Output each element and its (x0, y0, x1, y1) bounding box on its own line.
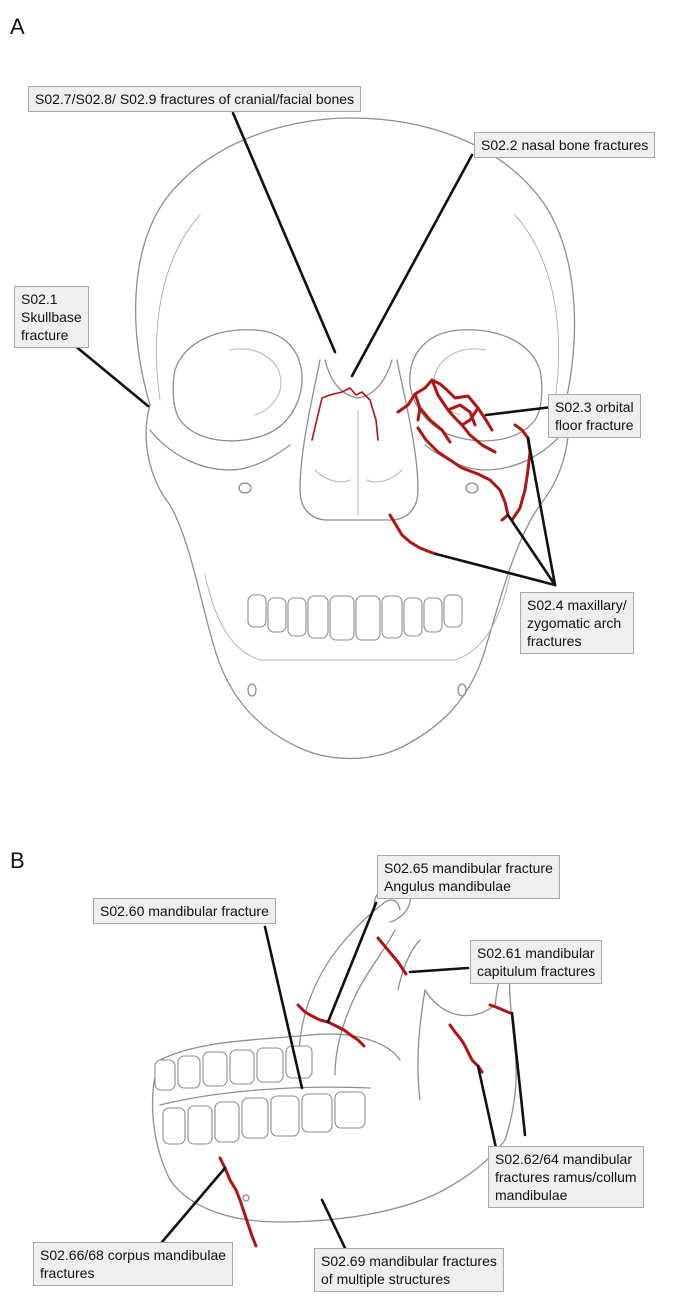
orbit-left-inner (229, 348, 282, 416)
mandible-body-lower (169, 1139, 506, 1223)
mandible-drawing (151, 886, 527, 1250)
leader-m61 (408, 966, 470, 974)
collum-fracture (488, 1003, 512, 1015)
leader-m69 (320, 1198, 347, 1250)
label-skullbase: S02.1 Skullbase fracture (14, 286, 89, 348)
upper-teeth (247, 594, 463, 641)
panel-letter-b: B (10, 848, 25, 873)
nasal-conchae-right (366, 469, 403, 483)
nasal-bone (324, 359, 393, 399)
leader-skullbase (66, 338, 150, 408)
leader-orbital (484, 405, 554, 417)
label-m61: S02.61 mandibular capitulum fractures (470, 940, 603, 984)
zygomatic-fracture-line (510, 423, 532, 522)
ramus-posterior-inner (334, 929, 396, 1076)
panel-b-mandible-lateral: B (0, 840, 685, 1305)
mandible-teeth-upper (154, 1045, 313, 1091)
sigmoid-notch (424, 989, 496, 1017)
leader-m60 (263, 925, 304, 1090)
label-m60: S02.60 mandibular fracture (93, 898, 276, 924)
label-m62: S02.62/64 mandibular fractures ramus/col… (488, 1146, 644, 1208)
mental-foramen (242, 1194, 250, 1202)
panel-letter-a: A (10, 14, 25, 39)
mandible-teeth-lower (162, 1091, 366, 1145)
ramus-right-inner (417, 989, 426, 1101)
leader-m62-a (476, 1064, 498, 1150)
temporal-line-left (155, 214, 201, 401)
angulus-fracture (296, 1003, 366, 1048)
label-m66: S02.66/68 corpus mandibulae fractures (33, 1242, 234, 1286)
leader-maxillary-1 (434, 552, 557, 587)
leader-maxillary-3 (526, 436, 557, 587)
label-nasal: S02.2 nasal bone fractures (474, 132, 656, 158)
label-cranial-facial: S02.7/S02.8/ S02.9 fractures of cranial/… (28, 86, 362, 112)
leader-cranial-facial (231, 111, 337, 354)
mental-foramen-left (247, 683, 257, 697)
lower-gum-line (159, 1086, 371, 1106)
capitulum-fracture (376, 936, 408, 976)
maxillary-fracture-line (416, 426, 510, 522)
label-maxillary: S02.4 maxillary/ zygomatic arch fracture… (520, 592, 634, 654)
temporal-line-right (514, 214, 560, 401)
mental-foramen-right (457, 683, 467, 697)
label-orbital: S02.3 orbital floor fracture (548, 394, 641, 438)
leader-m65 (326, 901, 378, 1024)
ramus-posterior (298, 899, 401, 1076)
infraorbital-foramen-right (465, 482, 479, 494)
skull-frontal-drawing (66, 111, 576, 760)
infraorbital-foramen-left (238, 482, 252, 494)
orbit-left (172, 329, 303, 442)
label-m69: S02.69 mandibular fractures of multiple … (314, 1248, 504, 1292)
corpus-fracture (218, 1156, 258, 1248)
face-outline (145, 404, 569, 760)
leader-nasal (350, 153, 474, 378)
ramus-right (504, 964, 517, 1141)
mandible-body-upper (159, 1033, 401, 1061)
coronoid-process (397, 939, 421, 991)
zygoma-left (149, 429, 291, 471)
nasal-aperture (299, 359, 419, 521)
ramus-fracture (448, 1023, 484, 1074)
nasal-fracture-line (311, 387, 379, 441)
leader-m62-b (510, 1011, 527, 1137)
mandible-line (204, 574, 511, 661)
lower-maxilla-fracture (388, 513, 438, 556)
nasal-conchae-left (314, 469, 351, 483)
leader-maxillary-2 (506, 513, 557, 587)
label-m65: S02.65 mandibular fracture Angulus mandi… (377, 855, 560, 899)
cranium-outline (135, 117, 576, 406)
leader-m66 (160, 1166, 227, 1244)
orbital-fracture-network (396, 378, 497, 454)
panel-a-skull-frontal: A (10, 14, 656, 760)
